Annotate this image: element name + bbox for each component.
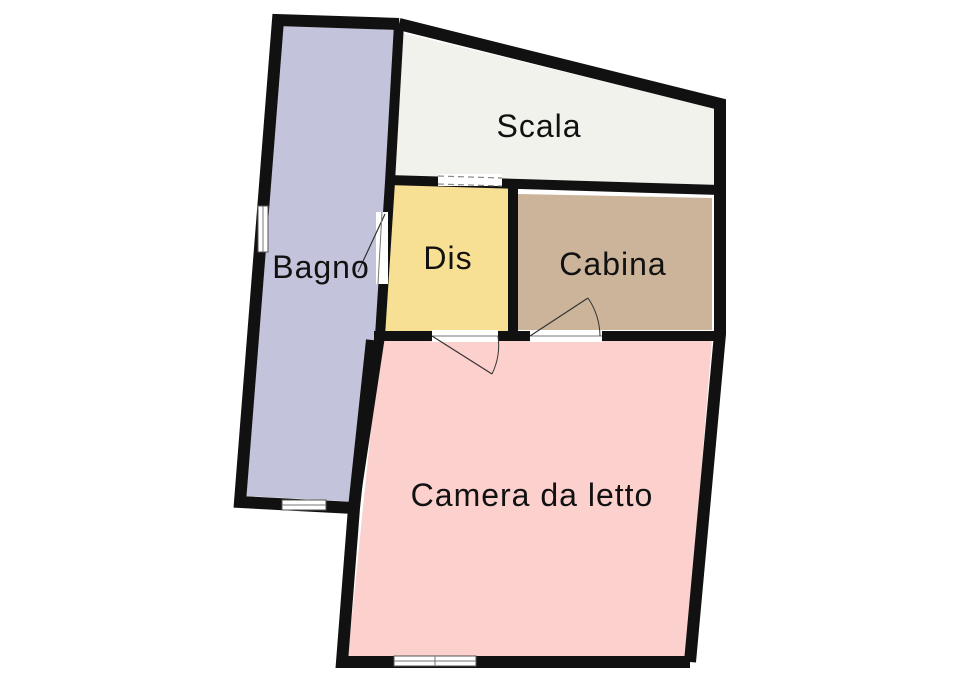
room-label-cabina: Cabina [559,246,666,282]
room-camera [348,340,712,656]
room-label-dis: Dis [423,240,472,276]
opening-scala-dis [438,174,502,186]
room-label-scala: Scala [496,108,581,144]
door-gap-bagno [376,212,388,284]
room-cabina [518,194,712,330]
door-leaf-cabina[interactable] [529,297,589,337]
door-leaf-bagno[interactable] [357,213,386,273]
opening-line-top [437,175,503,179]
window-camera-bottom [393,655,477,667]
room-bagno [246,26,396,502]
door-arc-cabina [587,297,601,337]
window-bagno-bottom [281,499,327,511]
opening-line-bottom [437,183,503,187]
room-scala [392,32,714,188]
door-leaf-dis[interactable] [431,335,493,375]
room-dis [384,183,508,333]
window-bagno-left [257,205,269,253]
door-sill-bagno [377,211,383,285]
room-label-camera: Camera da letto [411,477,654,513]
door-arc-dis [491,335,500,375]
room-label-bagno: Bagno [272,249,370,285]
outer-wall-scala [397,18,726,192]
